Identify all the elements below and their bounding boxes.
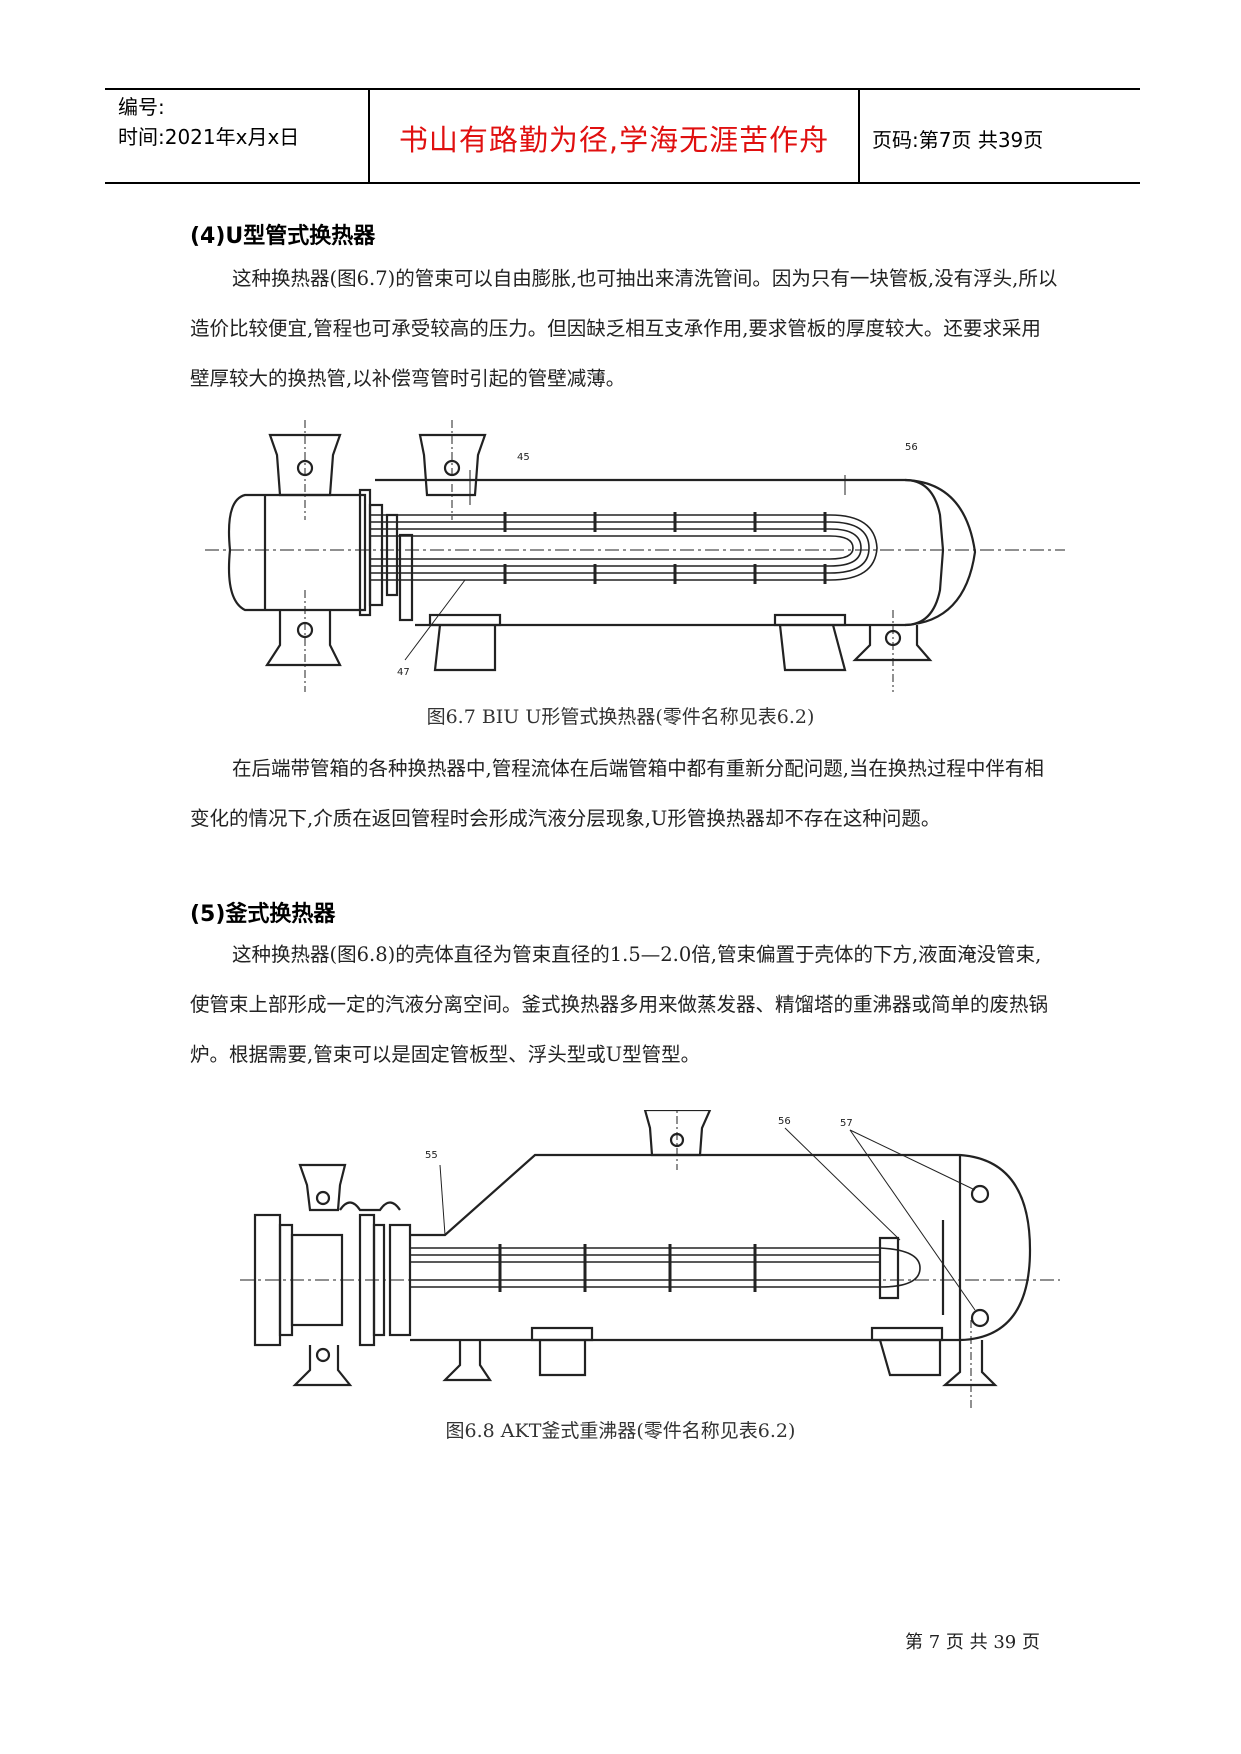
- figure-caption-6-7: 图6.7 BIU U形管式换热器(零件名称见表6.2): [426, 706, 815, 728]
- figure-kettle-reboiler: 55 56 57: [240, 1110, 1060, 1410]
- figure-label: 55: [425, 1150, 438, 1161]
- header-motto: 书山有路勤为径,学海无涯苦作舟: [398, 123, 830, 157]
- figure-u-tube-exchanger: 45 56 47: [205, 420, 1065, 692]
- paragraph-u-tube-intro: 这种换热器(图6.7)的管束可以自由膨胀,也可抽出来清洗管间。因为只有一块管板,…: [190, 267, 1058, 390]
- doc-time-label: 时间:2021年x月x日: [118, 125, 300, 149]
- header-top-rule: [105, 88, 1140, 90]
- figure-label: 57: [840, 1118, 853, 1129]
- footer-page-number: 第 7 页 共 39 页: [905, 1632, 1040, 1653]
- section-heading-u-tube: (4)U型管式换热器: [190, 224, 376, 249]
- figure-label: 45: [517, 452, 530, 463]
- header-page-info: 页码:第7页 共39页: [872, 128, 1044, 152]
- figure-label: 56: [905, 442, 918, 453]
- paragraph-kettle-intro: 这种换热器(图6.8)的壳体直径为管束直径的1.5—2.0倍,管束偏置于壳体的下…: [190, 943, 1049, 1066]
- header-bottom-rule: [105, 182, 1140, 184]
- figure-caption-6-8: 图6.8 AKT釜式重沸器(零件名称见表6.2): [445, 1420, 796, 1442]
- figure-label: 56: [778, 1116, 791, 1127]
- header-left-cell: 编号: 时间:2021年x月x日: [118, 92, 299, 152]
- figure-label: 47: [397, 667, 410, 678]
- header-divider-left: [368, 89, 370, 183]
- header-divider-right: [858, 89, 860, 183]
- paragraph-u-tube-phase-change: 在后端带管箱的各种换热器中,管程流体在后端管箱中都有重新分配问题,当在换热过程中…: [190, 757, 1044, 830]
- doc-number-label: 编号:: [118, 95, 165, 119]
- section-heading-kettle: (5)釜式换热器: [190, 902, 336, 927]
